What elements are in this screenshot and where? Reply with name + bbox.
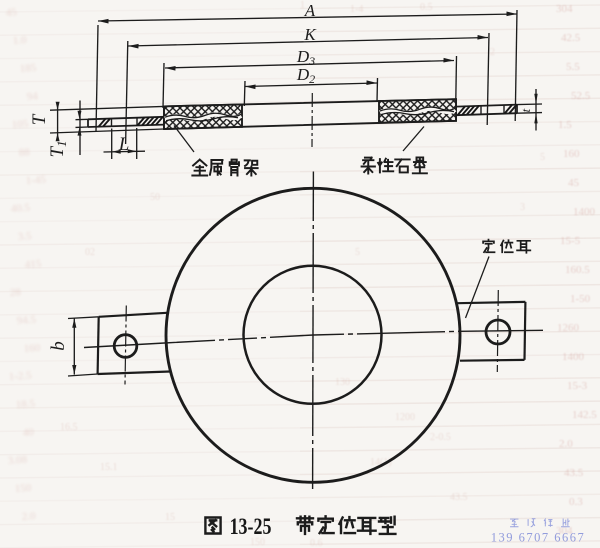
svg-text:1-50: 1-50 xyxy=(570,293,591,305)
svg-text:2.0: 2.0 xyxy=(21,510,36,523)
svg-text:160: 160 xyxy=(23,342,41,355)
svg-text:T: T xyxy=(29,113,50,125)
svg-text:52.5: 52.5 xyxy=(571,90,591,102)
svg-text:45: 45 xyxy=(5,6,17,19)
svg-text:185: 185 xyxy=(19,62,37,75)
svg-text:14(1): 14(1) xyxy=(370,457,392,468)
svg-text:3.08: 3.08 xyxy=(7,454,28,467)
svg-text:139 6707 6667: 139 6707 6667 xyxy=(491,531,586,545)
svg-text:15-5: 15-5 xyxy=(560,235,581,247)
svg-text:40: 40 xyxy=(22,426,34,439)
svg-text:1-4: 1-4 xyxy=(350,4,363,15)
svg-text:0.3: 0.3 xyxy=(569,496,583,508)
svg-text:1260: 1260 xyxy=(557,322,580,334)
svg-text:105: 105 xyxy=(11,118,29,131)
svg-text:5: 5 xyxy=(355,247,360,258)
svg-text:b: b xyxy=(48,341,69,351)
svg-text:13-25: 13-25 xyxy=(230,515,272,540)
svg-text:150: 150 xyxy=(14,482,32,495)
svg-text:28: 28 xyxy=(9,286,21,299)
svg-text:1200: 1200 xyxy=(395,412,415,423)
svg-text:5.5: 5.5 xyxy=(566,61,580,73)
svg-text:43.5: 43.5 xyxy=(564,467,584,479)
svg-text:304: 304 xyxy=(556,525,573,537)
svg-text:t: t xyxy=(518,108,533,112)
svg-text:1-45: 1-45 xyxy=(25,174,46,187)
svg-text:94: 94 xyxy=(26,90,38,103)
svg-text:3.5: 3.5 xyxy=(17,230,32,243)
svg-text:15-3: 15-3 xyxy=(567,380,588,392)
svg-text:2-0.5: 2-0.5 xyxy=(430,432,451,443)
svg-text:1.5: 1.5 xyxy=(558,119,572,131)
svg-text:130: 130 xyxy=(335,377,350,388)
svg-text:16.5: 16.5 xyxy=(60,422,78,433)
svg-text:18.5: 18.5 xyxy=(15,398,36,411)
svg-text:2.0: 2.0 xyxy=(559,438,573,450)
svg-text:160.5: 160.5 xyxy=(565,264,590,276)
svg-text:88: 88 xyxy=(18,146,30,159)
svg-text:15.1: 15.1 xyxy=(100,462,118,473)
svg-text:A: A xyxy=(304,1,316,20)
svg-text:0.6: 0.6 xyxy=(310,538,323,548)
svg-text:40.5: 40.5 xyxy=(10,202,31,215)
svg-text:150: 150 xyxy=(250,537,265,548)
svg-text:1-2.5: 1-2.5 xyxy=(8,369,32,383)
svg-text:1.0: 1.0 xyxy=(12,34,27,47)
svg-text:415: 415 xyxy=(24,258,42,271)
svg-text:1400: 1400 xyxy=(573,206,596,218)
svg-text:94.5: 94.5 xyxy=(16,314,37,327)
svg-text:43.5: 43.5 xyxy=(450,492,468,503)
svg-text:42.5: 42.5 xyxy=(561,32,581,44)
svg-text:3: 3 xyxy=(520,202,525,213)
svg-text:1: 1 xyxy=(300,0,305,11)
svg-text:142.5: 142.5 xyxy=(572,409,597,421)
svg-text:5: 5 xyxy=(540,152,545,163)
svg-text:K: K xyxy=(303,25,317,44)
svg-text:2: 2 xyxy=(490,47,495,58)
svg-text:1400: 1400 xyxy=(562,351,585,363)
svg-text:304: 304 xyxy=(556,3,573,15)
svg-text:L: L xyxy=(118,134,130,155)
svg-text:0.5: 0.5 xyxy=(420,2,433,13)
svg-text:160: 160 xyxy=(563,148,580,160)
svg-text:50: 50 xyxy=(150,192,160,203)
svg-text:45: 45 xyxy=(568,177,580,189)
svg-text:15: 15 xyxy=(165,512,175,523)
svg-text:02: 02 xyxy=(85,247,95,258)
